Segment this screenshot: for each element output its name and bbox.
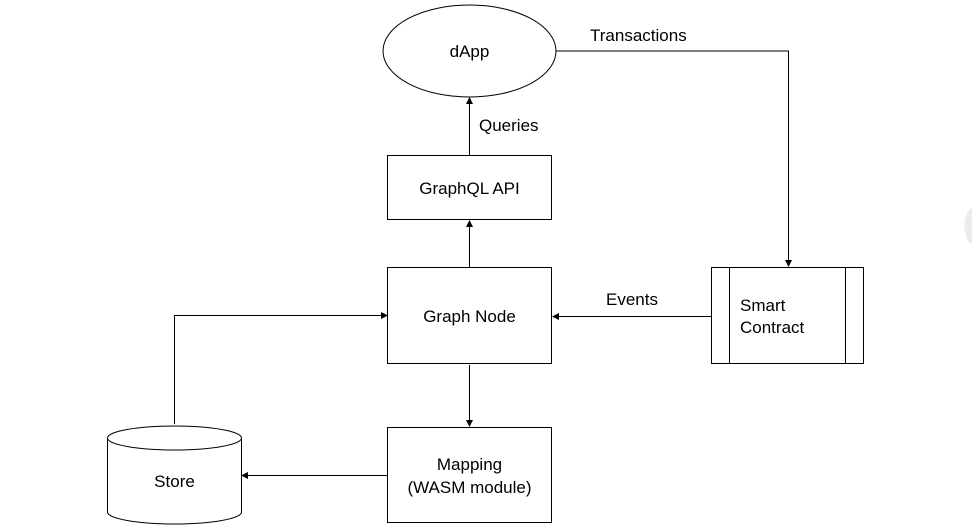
mapping-label-line2: (WASM module) xyxy=(407,478,531,497)
mapping-box xyxy=(387,427,552,523)
arrowhead xyxy=(466,220,473,227)
graphql-api-box xyxy=(387,155,552,220)
arrowhead xyxy=(552,313,559,320)
edge-transactions: Transactions xyxy=(556,26,792,267)
edge-label-transactions: Transactions xyxy=(590,26,687,45)
smart-contract-label-line2: Contract xyxy=(740,318,805,337)
edge-graph-node-to-mapping xyxy=(466,365,473,427)
edge-shadow xyxy=(964,208,972,244)
arrowhead xyxy=(241,472,248,479)
edge-store-to-graph-node xyxy=(174,312,388,424)
node-smart-contract: Smart Contract xyxy=(711,267,864,364)
dapp-label: dApp xyxy=(450,42,490,61)
graph-node-label: Graph Node xyxy=(423,307,516,326)
edge-store-to-graph-line xyxy=(174,315,382,424)
edge-queries: Queries xyxy=(466,97,539,155)
store-label: Store xyxy=(154,472,195,491)
edge-label-queries: Queries xyxy=(479,116,539,135)
node-mapping: Mapping (WASM module) xyxy=(387,427,552,523)
arrowhead xyxy=(381,312,388,319)
store-cylinder-top xyxy=(107,425,242,451)
node-dapp: dApp xyxy=(382,4,557,98)
smart-contract-label-line1: Smart xyxy=(740,296,786,315)
edge-graph-node-to-graphql-api xyxy=(466,220,473,267)
store-cylinder-body xyxy=(107,438,242,525)
dapp-ellipse xyxy=(382,4,557,98)
arrowhead xyxy=(466,420,473,427)
edge-transactions-line xyxy=(556,50,789,262)
edge-label-events: Events xyxy=(606,290,658,309)
graph-node-box xyxy=(387,267,552,364)
node-store: Store xyxy=(107,425,242,525)
graphql-api-label: GraphQL API xyxy=(419,179,519,198)
edge-mapping-to-store xyxy=(241,472,387,479)
arrowhead xyxy=(785,260,792,267)
arrowhead xyxy=(466,97,473,104)
edge-events: Events xyxy=(552,290,711,320)
node-graph-node: Graph Node xyxy=(387,267,552,364)
node-graphql-api: GraphQL API xyxy=(387,155,552,220)
mapping-label-line1: Mapping xyxy=(437,455,502,474)
smart-contract-box xyxy=(711,267,864,364)
